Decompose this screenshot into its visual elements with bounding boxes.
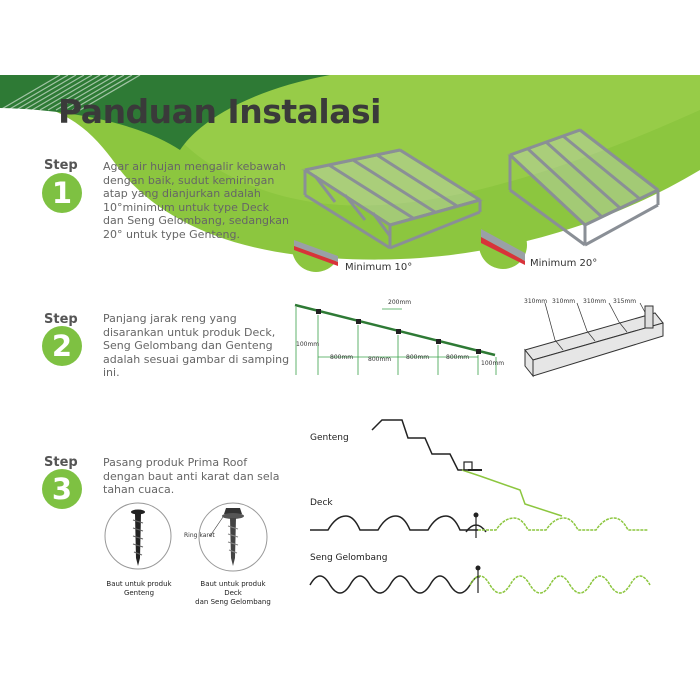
dim-span-1: 800mm [330, 354, 354, 361]
screw-deck-icon [198, 502, 268, 572]
angle-20-label: Minimum 20° [530, 258, 598, 269]
profile-genteng-diagram [371, 419, 563, 517]
dim-right: 100mm [481, 360, 505, 367]
profile-genteng-label: Genteng [310, 433, 349, 443]
spacing-4: 315mm [613, 298, 637, 305]
profile-deck-label: Deck [310, 498, 333, 508]
screw-genteng-icon [104, 502, 172, 570]
spacing-3: 310mm [583, 298, 607, 305]
profile-seng-diagram [309, 565, 651, 594]
spacing-1: 310mm [524, 298, 548, 305]
roof-frame-10-diagram [301, 148, 484, 250]
step-3-label: Step [44, 455, 78, 470]
step-2-label: Step [44, 312, 78, 327]
step-1-number: 1 [42, 173, 82, 213]
angle-10-icon [292, 224, 340, 272]
spacing-2: 310mm [552, 298, 576, 305]
dim-span-3: 800mm [406, 354, 430, 361]
angle-20-icon [479, 221, 527, 269]
profile-seng-label: Seng Gelombang [310, 553, 388, 563]
dim-span-2: 800mm [368, 356, 392, 363]
step-3-number: 3 [42, 469, 82, 509]
batten-spacing-diagram [294, 303, 497, 375]
batten-detail-diagram [524, 302, 664, 378]
dim-left: 100mm [296, 341, 320, 348]
ring-label: Ring karet [184, 532, 215, 539]
dim-top: 200mm [388, 299, 412, 306]
roof-frame-20-diagram [507, 128, 661, 247]
dim-span-4: 800mm [446, 354, 470, 361]
page-title: Panduan Instalasi [58, 92, 381, 131]
step-2-number: 2 [42, 326, 82, 366]
profile-deck-diagram [310, 512, 648, 538]
angle-10-label: Minimum 10° [345, 262, 413, 273]
step-1-label: Step [44, 158, 78, 173]
